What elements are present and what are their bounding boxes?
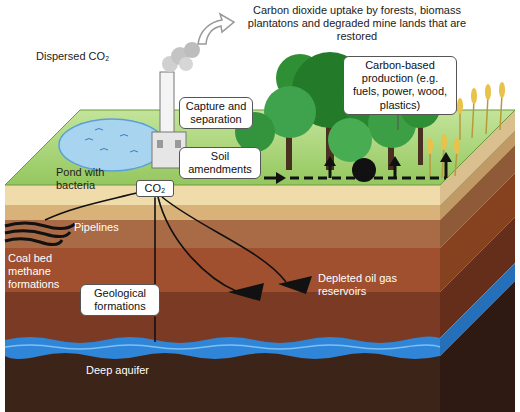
aquifer-label: Deep aquifer xyxy=(86,364,186,377)
carbon-flow-arrows-part xyxy=(290,177,446,180)
emission-label: Dispersed CO₂ xyxy=(36,50,146,63)
pond-part xyxy=(59,119,165,171)
ground-front-layers-part xyxy=(5,205,440,220)
reservoir-label: Depleted oil gas reservoirs xyxy=(318,272,414,298)
carbon-flow-arrows-part xyxy=(276,172,286,184)
co2-injection-pipes-part xyxy=(278,276,312,294)
wheat-part xyxy=(441,134,447,150)
capture-box: Capture and separation xyxy=(179,97,253,129)
box-text: Carbon-based production (e.g. fuels, pow… xyxy=(348,59,452,112)
geology-box: Geological formations xyxy=(80,284,160,316)
co2-injection-pipes-part xyxy=(158,197,236,291)
carbon-flow-arrows-part xyxy=(329,164,332,178)
ground-front-layers-part xyxy=(5,292,440,345)
wheat-part xyxy=(471,88,477,104)
pond-label: Pond with bacteria xyxy=(56,166,122,192)
coal-seams-part xyxy=(5,231,70,237)
carbon-flow-arrows-part xyxy=(324,156,336,166)
box-text: Soil amendments xyxy=(184,150,256,176)
production-box: Carbon-based production (e.g. fuels, pow… xyxy=(343,56,457,115)
co2-injection-pipes-part xyxy=(45,192,140,220)
coalbed-label: Coal bed methane formations xyxy=(8,252,78,292)
wheat-part xyxy=(499,82,505,98)
drill-line xyxy=(154,316,156,342)
carbon-flow-arrows-part xyxy=(264,177,278,180)
pond xyxy=(59,119,165,171)
coal-seams xyxy=(5,223,75,245)
injection-line xyxy=(154,197,156,284)
smoke-part xyxy=(198,14,234,44)
smoke xyxy=(162,14,234,72)
ground-front-layers-part xyxy=(5,345,440,349)
factory-part xyxy=(157,140,163,148)
wheat-part xyxy=(454,138,460,154)
uptake-note: Carbon dioxide uptake by forests, biomas… xyxy=(238,4,476,44)
box-text: Geological formations xyxy=(85,287,155,313)
coal-seams-part xyxy=(5,239,62,245)
carbon-flow-arrows-part xyxy=(440,152,452,162)
coal-seams-part xyxy=(5,223,75,229)
wheat-part xyxy=(457,98,463,114)
co2-injection-pipes-part xyxy=(162,197,286,282)
carbon-flow-arrows xyxy=(264,152,452,184)
box-text: Capture and separation xyxy=(184,100,248,126)
ground-front-layers xyxy=(5,185,440,412)
pipeline-label: Pipelines xyxy=(74,221,144,234)
ground-front-layers-part xyxy=(5,220,440,248)
wheat-part xyxy=(485,84,491,100)
smoke-part xyxy=(179,57,193,71)
ground-front-layers-part xyxy=(5,336,440,359)
wheat-part xyxy=(427,138,433,154)
box-text: CO₂ xyxy=(140,182,170,195)
co2-box: CO₂ xyxy=(136,180,174,197)
soil-box: Soil amendments xyxy=(179,147,261,179)
trees-part xyxy=(328,118,372,162)
ground-side-layers-part xyxy=(440,281,515,412)
carbon-flow-arrows-part xyxy=(394,164,397,178)
pond-part xyxy=(85,129,138,153)
carbon-flow-arrows-part xyxy=(389,156,401,166)
factory-part xyxy=(175,140,181,148)
carbon-flow-arrows-part xyxy=(445,160,448,178)
ground-front-layers-part xyxy=(5,248,440,292)
co2-injection-pipes-part xyxy=(228,283,264,301)
